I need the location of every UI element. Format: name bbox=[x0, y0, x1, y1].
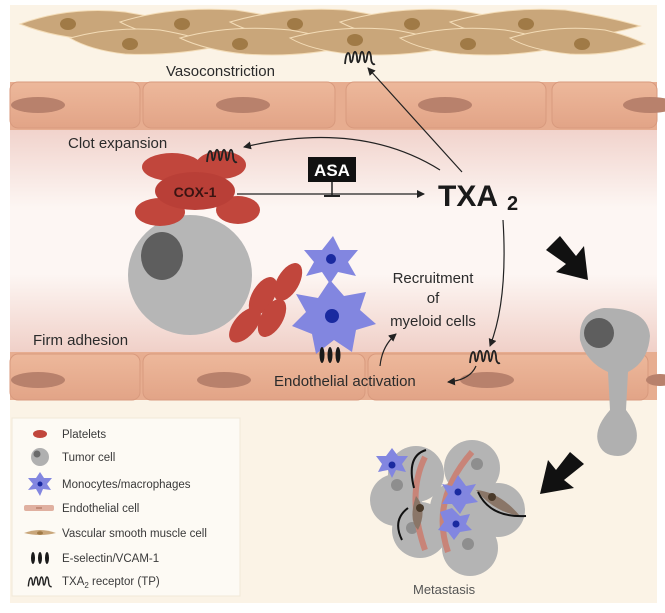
legend-label: Platelets bbox=[62, 429, 106, 441]
legend: Platelets Tumor cell Monocytes/macrophag… bbox=[11, 417, 241, 597]
legend-item-platelets: Platelets bbox=[33, 429, 106, 441]
receptor-to-activation-arrow bbox=[447, 365, 477, 386]
endothelial-activation-label: Endothelial activation bbox=[274, 373, 416, 390]
extravasating-tumor-cell bbox=[579, 308, 650, 456]
firm-adhesion-label: Firm adhesion bbox=[33, 332, 128, 349]
recruitment-label: Recruitment of myeloid cells bbox=[390, 270, 476, 330]
recruitment-line1: Recruitment bbox=[393, 270, 475, 287]
macrophage bbox=[292, 280, 376, 354]
txa2-to-endothelium-arrow bbox=[488, 219, 505, 347]
metastasis-arrow-icon bbox=[540, 452, 584, 494]
txa2-to-clot-arrow bbox=[243, 136, 441, 171]
asa-label: ASA bbox=[314, 161, 350, 180]
adherent-platelets bbox=[229, 263, 303, 343]
activation-to-recruitment-arrow bbox=[379, 333, 397, 367]
legend-label: Vascular smooth muscle cell bbox=[62, 528, 207, 540]
metastasis-cluster bbox=[370, 440, 527, 576]
platelet-cluster: COX-1 bbox=[135, 151, 260, 226]
legend-label: Endothelial cell bbox=[62, 503, 139, 515]
cox1-label: COX-1 bbox=[174, 184, 217, 200]
tumor-cell bbox=[128, 215, 252, 335]
txa2-label: TXA 2 bbox=[438, 180, 518, 215]
recruitment-line2: of bbox=[427, 290, 440, 307]
tumor-cell-icon bbox=[31, 448, 49, 466]
legend-label: Monocytes/macrophages bbox=[62, 479, 191, 491]
txa2-subscript: 2 bbox=[507, 193, 518, 215]
legend-item-endothelial-cell: Endothelial cell bbox=[24, 503, 139, 515]
monocyte bbox=[304, 236, 358, 284]
legend-item-tumor-cell: Tumor cell bbox=[31, 448, 115, 466]
platelet-icon bbox=[33, 430, 47, 438]
smooth-muscle-cell-icon bbox=[24, 530, 56, 535]
legend-label: E-selectin/VCAM-1 bbox=[62, 553, 159, 565]
vasoconstriction-label: Vasoconstriction bbox=[166, 63, 275, 80]
legend-item-tp-receptor: TXA2 receptor (TP) bbox=[27, 576, 160, 590]
recruitment-line3: myeloid cells bbox=[390, 313, 476, 330]
clot-expansion-label: Clot expansion bbox=[68, 135, 167, 152]
smooth-muscle-layer bbox=[18, 8, 647, 56]
legend-item-monocytes: Monocytes/macrophages bbox=[28, 472, 191, 496]
e-selectin-icon bbox=[31, 552, 49, 564]
legend-label: TXA2 receptor (TP) bbox=[62, 576, 160, 590]
endothelial-cell-icon bbox=[24, 505, 54, 511]
extravasation-arrow-icon bbox=[546, 236, 588, 280]
txa2-text: TXA bbox=[438, 180, 498, 213]
legend-item-e-selectin: E-selectin/VCAM-1 bbox=[31, 552, 159, 565]
asa-inhibitor: ASA bbox=[308, 157, 356, 197]
bottom-endothelium bbox=[9, 352, 665, 401]
txa2-to-vasoconstriction-arrow bbox=[367, 67, 463, 173]
metastasis-label: Metastasis bbox=[413, 582, 476, 597]
legend-label: Tumor cell bbox=[62, 452, 115, 464]
legend-item-smooth-muscle: Vascular smooth muscle cell bbox=[24, 528, 207, 540]
monocyte-icon bbox=[28, 472, 52, 496]
e-selectin-icon bbox=[319, 347, 341, 363]
top-endothelium bbox=[9, 81, 665, 130]
